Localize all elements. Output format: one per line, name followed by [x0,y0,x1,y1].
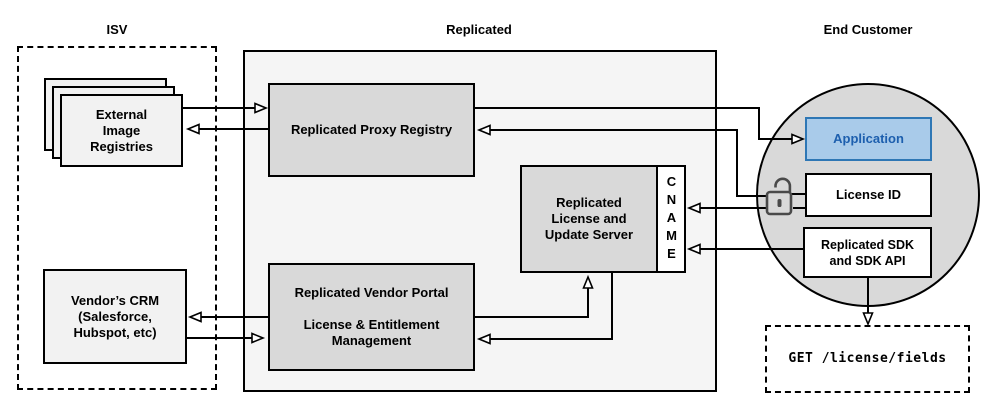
vendor-portal-title: Replicated Vendor Portal [294,285,449,300]
vendor-portal-subtitle: License & Entitlement Management [303,317,440,348]
get-license-fields-node: GET /license/fields [765,325,970,393]
license-update-server-node: Replicated License and Update Server CNA… [520,165,686,273]
section-label-end-customer: End Customer [823,22,913,37]
vendor-portal-node: Replicated Vendor Portal License & Entit… [268,263,475,371]
external-image-registries-node: External Image Registries [60,94,183,167]
vendors-crm-label: Vendor’s CRM (Salesforce, Hubspot, etc) [70,292,160,340]
get-license-fields-label: GET /license/fields [788,351,947,366]
replicated-sdk-node: Replicated SDK and SDK API [803,227,932,278]
cname-strip: CNAME [658,167,684,271]
proxy-registry-label: Replicated Proxy Registry [290,122,453,137]
external-image-registries-label: External Image Registries [90,106,153,154]
replicated-sdk-label: Replicated SDK and SDK API [820,237,915,268]
license-id-label: License ID [835,187,902,202]
isv-boundary [17,46,217,390]
application-node: Application [805,117,932,161]
proxy-registry-node: Replicated Proxy Registry [268,83,475,177]
license-id-node: License ID [805,173,932,217]
section-label-isv: ISV [106,22,128,37]
license-update-server-label: Replicated License and Update Server [544,195,634,242]
vendors-crm-node: Vendor’s CRM (Salesforce, Hubspot, etc) [43,269,187,364]
cname-divider [656,167,658,271]
application-label: Application [833,131,904,146]
section-label-replicated: Replicated [446,22,512,37]
license-update-server-body: Replicated License and Update Server [522,167,656,271]
